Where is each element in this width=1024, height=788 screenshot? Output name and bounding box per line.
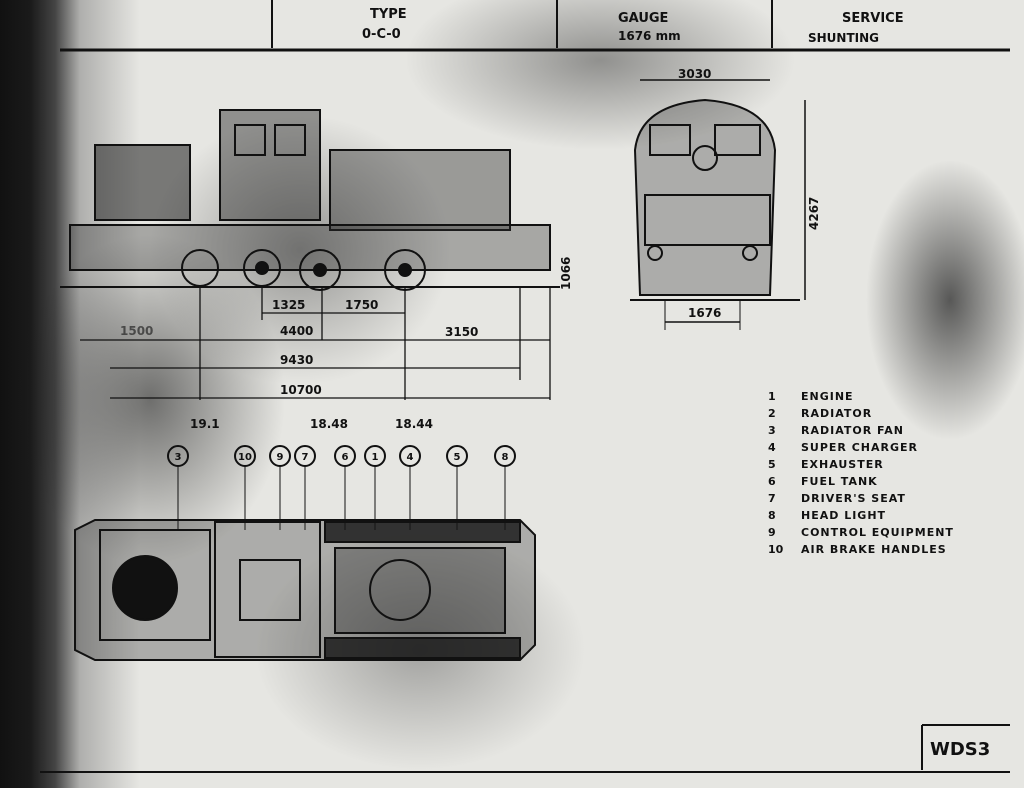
title-block: TYPE 0-C-0 GAUGE 1676 mm SERVICE SHUNTIN…: [60, 0, 1010, 52]
callout-number: 8: [502, 452, 509, 463]
legend-label: DRIVER'S SEAT: [801, 492, 906, 505]
dim-front-gauge: 1676: [688, 306, 721, 320]
dim-wheelbase-2: 1750: [345, 298, 378, 312]
legend-number: 7: [768, 492, 776, 505]
legend-number: 6: [768, 475, 776, 488]
dim-4400: 4400: [280, 324, 313, 338]
callout-4: 4: [399, 445, 421, 530]
callout-number: 1: [372, 452, 379, 463]
callout-number: 7: [302, 452, 309, 463]
gauge-value: 1676 mm: [618, 29, 681, 43]
callout-1: 1: [364, 445, 386, 530]
drawing-id: WDS3: [930, 739, 990, 760]
legend-label: AIR BRAKE HANDLES: [801, 543, 947, 556]
legend-label: SUPER CHARGER: [801, 441, 918, 454]
weight-1: 19.1: [190, 417, 220, 431]
legend-number: 2: [768, 407, 776, 420]
callout-number: 5: [454, 452, 461, 463]
legend-label: EXHAUSTER: [801, 458, 884, 471]
dim-front-height: 4267: [807, 197, 821, 230]
dim-buffer-height: 1066: [559, 257, 573, 290]
legend-number: 5: [768, 458, 776, 471]
legend-number: 10: [768, 543, 784, 556]
callout-number: 4: [407, 452, 414, 463]
callout-3: 3: [167, 445, 189, 530]
legend-label: ENGINE: [801, 390, 854, 403]
legend-label: RADIATOR FAN: [801, 424, 904, 437]
legend-number: 9: [768, 526, 776, 539]
callout-number: 10: [238, 452, 252, 463]
callout-6: 6: [334, 445, 356, 530]
callout-7: 7: [294, 445, 316, 530]
plan-view: [74, 519, 536, 661]
legend-label: RADIATOR: [801, 407, 872, 420]
service-value: SHUNTING: [808, 31, 879, 45]
legend-number: 1: [768, 390, 776, 403]
callout-10: 10: [234, 445, 256, 530]
legend-number: 8: [768, 509, 776, 522]
dim-front-width: 3030: [678, 67, 711, 81]
dim-3150: 3150: [445, 325, 478, 339]
type-value: 0-C-0: [362, 27, 401, 42]
legend-number: 3: [768, 424, 776, 437]
callout-number: 3: [175, 452, 182, 463]
type-label: TYPE: [370, 7, 407, 22]
callout-5: 5: [446, 445, 468, 530]
dim-wheelbase-1: 1325: [272, 298, 305, 312]
drawing-id-box: WDS3: [40, 724, 1010, 773]
dim-left-overhang: 1500: [120, 324, 153, 338]
callout-8: 8: [494, 445, 516, 530]
callout-number: 9: [277, 452, 284, 463]
service-label: SERVICE: [842, 11, 904, 26]
legend-label: HEAD LIGHT: [801, 509, 886, 522]
callout-number: 6: [342, 452, 349, 463]
front-view: [630, 79, 806, 330]
gauge-label: GAUGE: [618, 11, 668, 26]
callout-9: 9: [269, 445, 291, 530]
parts-legend: 1 ENGINE 2 RADIATOR 3 RADIATOR FAN 4 SUPER CHAR…: [768, 390, 954, 556]
weight-3: 18.44: [395, 417, 433, 431]
side-elevation: [60, 109, 560, 291]
dimension-lines: [80, 288, 551, 400]
callout-bubbles: 3 10 9 7 6 1 4 5 8: [167, 445, 516, 530]
dim-9430: 9430: [280, 353, 313, 367]
legend-label: FUEL TANK: [801, 475, 878, 488]
legend-number: 4: [768, 441, 776, 454]
dim-10700: 10700: [280, 383, 322, 397]
legend-label: CONTROL EQUIPMENT: [801, 526, 954, 539]
weight-2: 18.48: [310, 417, 348, 431]
